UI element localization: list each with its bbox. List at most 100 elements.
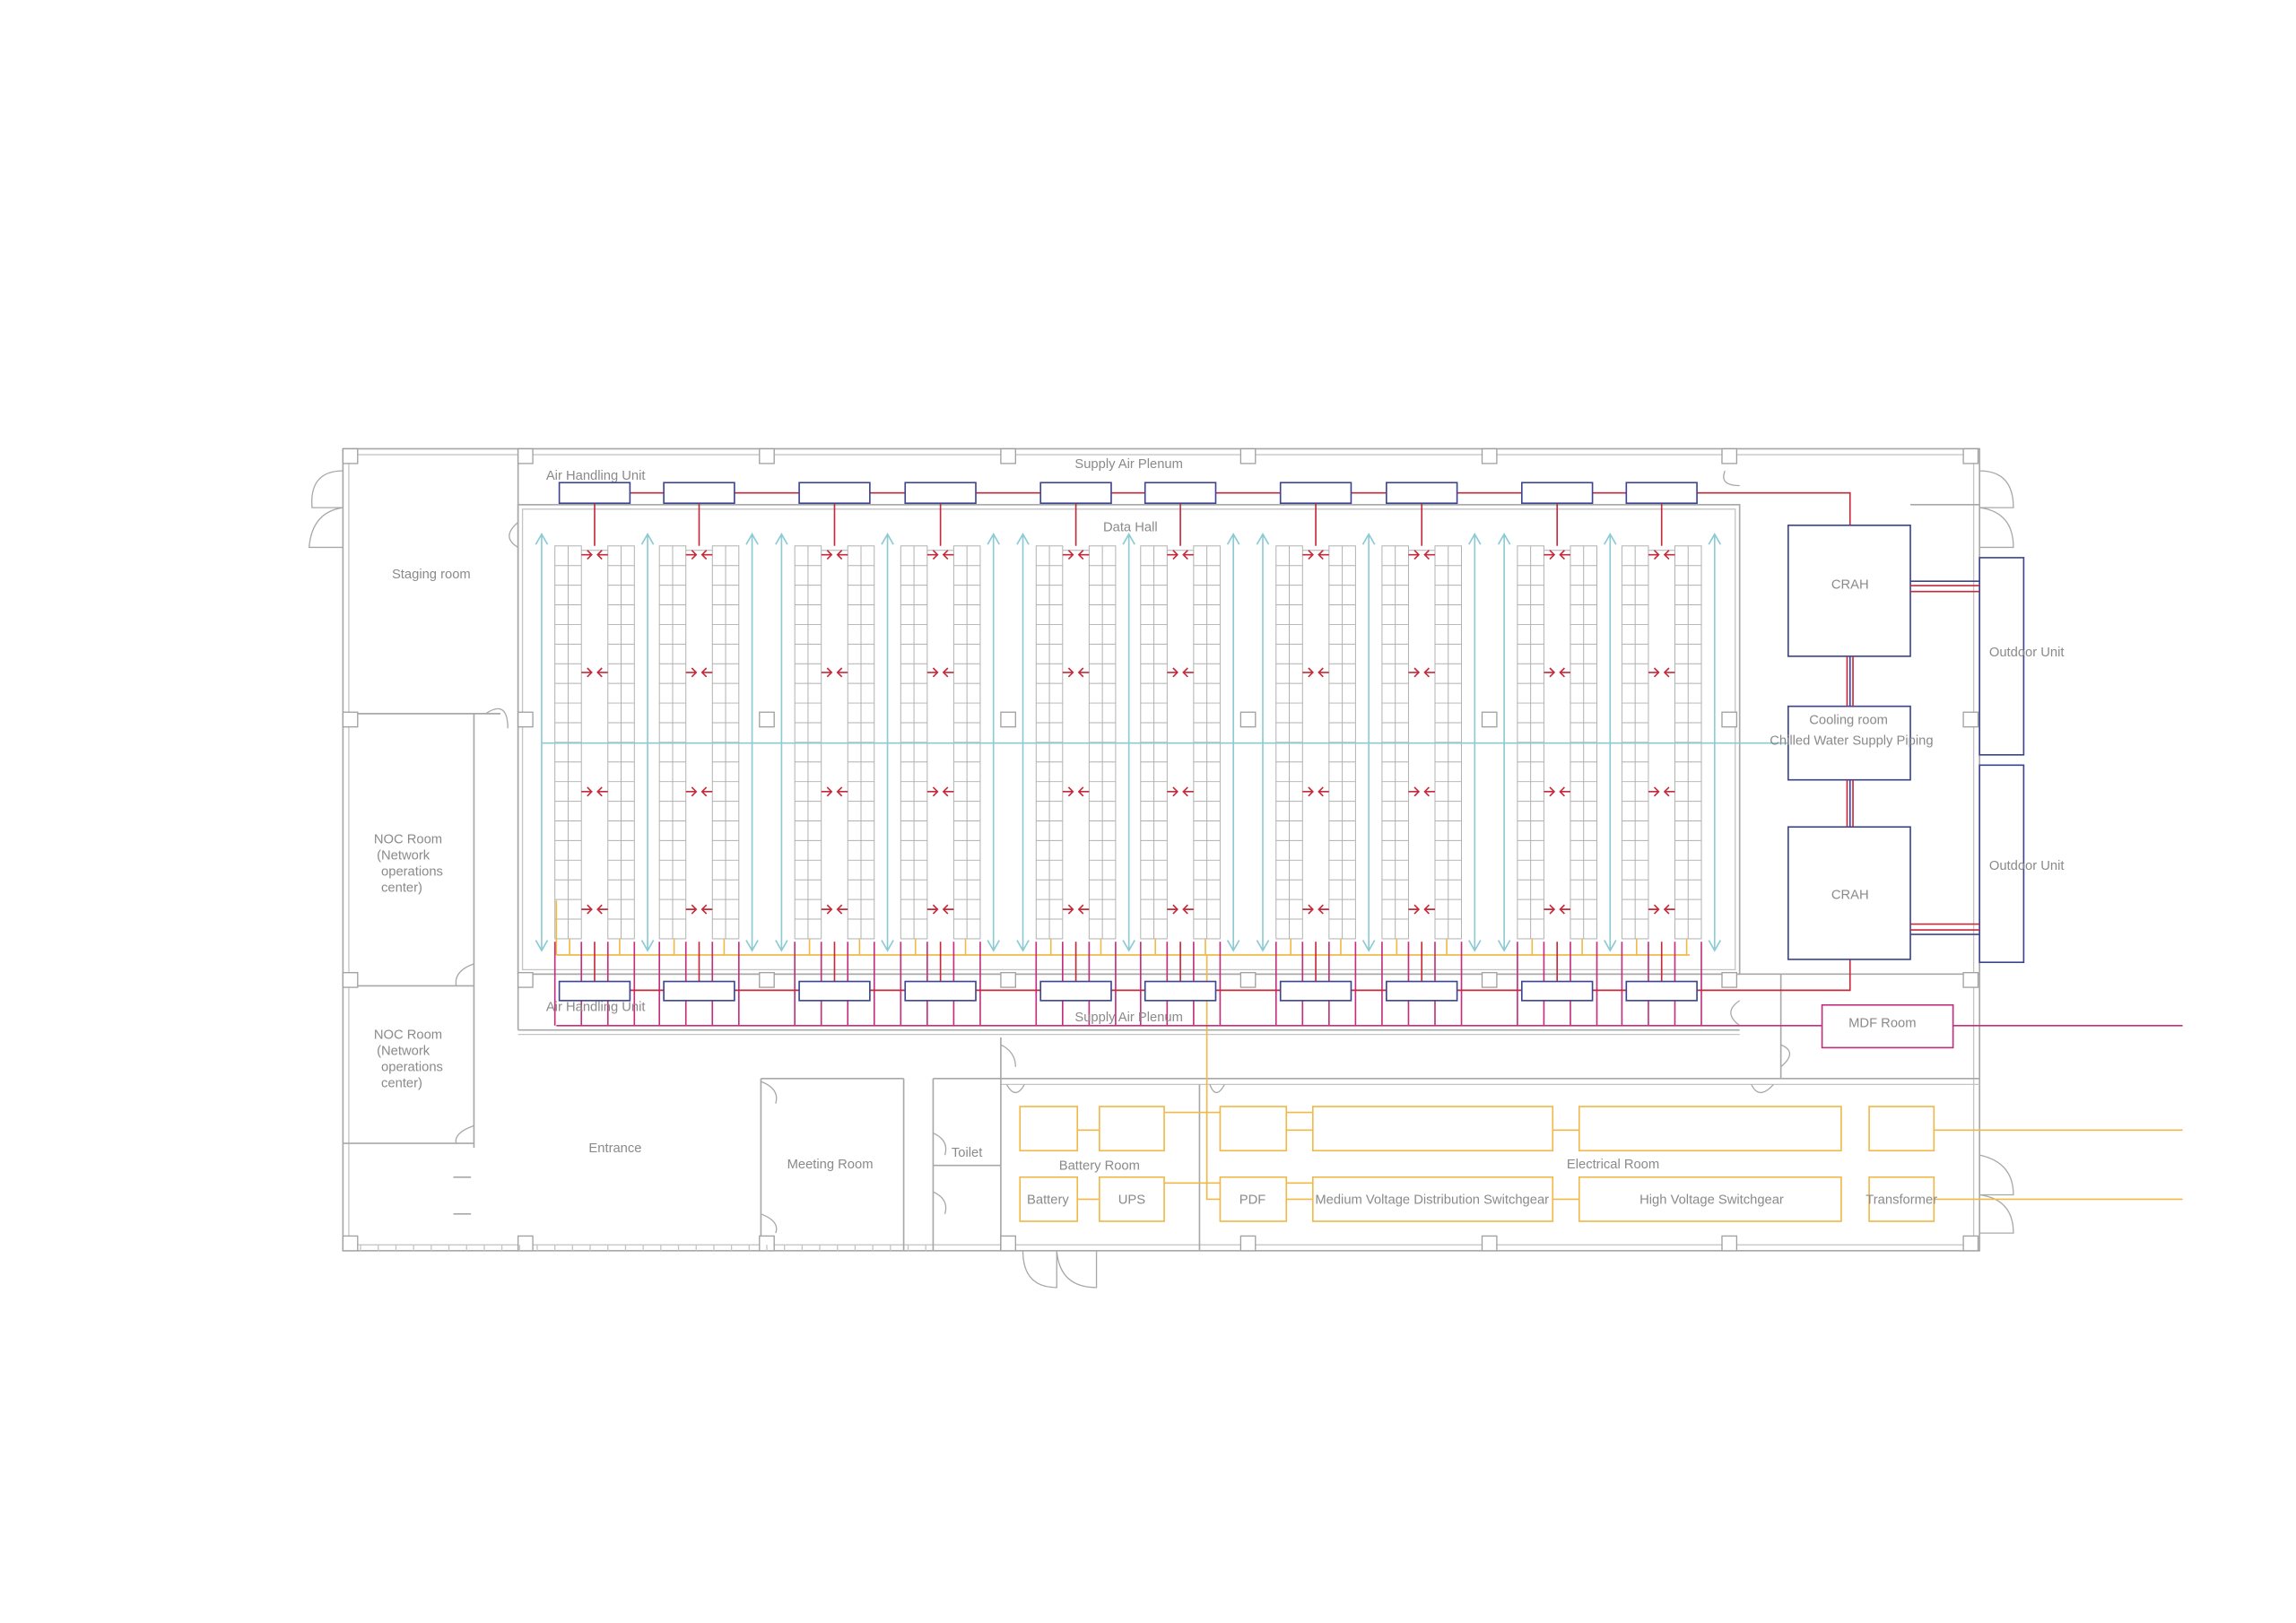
noc-room-1-line-2: (Network bbox=[377, 848, 430, 863]
column bbox=[759, 711, 775, 728]
column bbox=[1481, 447, 1498, 464]
cold-air-arrow bbox=[987, 533, 1000, 952]
cold-air-arrow bbox=[1708, 533, 1722, 952]
column bbox=[1962, 972, 1979, 988]
cold-air-arrow bbox=[1468, 533, 1482, 952]
air-handling-unit-bottom bbox=[558, 980, 631, 1002]
hot-air-arrow bbox=[1408, 667, 1435, 678]
air-handling-unit-bottom bbox=[1386, 980, 1458, 1002]
hot-air-arrow bbox=[1302, 904, 1329, 915]
electrical-room-label: Electrical Room bbox=[1567, 1158, 1659, 1172]
air-handling-unit-top bbox=[1279, 482, 1352, 505]
hot-air-arrow bbox=[1302, 550, 1329, 560]
hot-air-arrow bbox=[1302, 786, 1329, 797]
column bbox=[759, 447, 775, 464]
hot-air-arrow bbox=[1302, 667, 1329, 678]
outdoor-unit-1-label: Outdoor Unit bbox=[1989, 646, 2065, 660]
cold-air-arrow bbox=[1016, 533, 1030, 952]
noc-room-2-line-3: operations bbox=[381, 1061, 443, 1075]
hot-air-arrow bbox=[926, 904, 954, 915]
hot-air-arrow bbox=[926, 550, 954, 560]
outdoor-unit-2-label: Outdoor Unit bbox=[1989, 859, 2065, 873]
labels: Supply Air Plenum Supply Air Plenum Air … bbox=[374, 457, 2065, 1207]
crah-top[interactable] bbox=[1787, 525, 1911, 657]
pdf[interactable] bbox=[1219, 1176, 1288, 1222]
cold-air-arrow bbox=[881, 533, 894, 952]
mv-switchgear-label: Medium Voltage Distribution Switchgear bbox=[1315, 1193, 1549, 1207]
air-handling-unit-top bbox=[1386, 482, 1458, 505]
noc-room-1-line-3: operations bbox=[381, 864, 443, 879]
crah-bottom[interactable] bbox=[1787, 826, 1911, 960]
cold-air-arrow bbox=[1361, 533, 1376, 952]
structural-columns bbox=[342, 447, 1979, 1252]
column bbox=[342, 711, 359, 728]
data-hall-label: Data Hall bbox=[1103, 520, 1158, 534]
ups-label: UPS bbox=[1118, 1193, 1145, 1207]
chilled-water-label: Chilled Water Supply Piping bbox=[1770, 733, 1933, 748]
battery-room-label: Battery Room bbox=[1059, 1159, 1140, 1174]
hot-air-arrow bbox=[581, 550, 608, 560]
cooling-equipment bbox=[1787, 525, 2025, 1049]
column bbox=[342, 972, 359, 988]
noc-room-2-line-1: NOC Room bbox=[374, 1028, 442, 1043]
entrance-label: Entrance bbox=[588, 1141, 641, 1156]
cold-air-arrow bbox=[1603, 533, 1617, 952]
hot-air-arrow bbox=[821, 550, 848, 560]
cooling-room-label: Cooling room bbox=[1809, 713, 1888, 727]
column bbox=[517, 972, 534, 988]
air-handling-unit-top bbox=[1039, 482, 1112, 505]
electrical-equipment bbox=[1019, 1106, 1935, 1222]
hot-air-arrow bbox=[1062, 550, 1090, 560]
column bbox=[1239, 1235, 1257, 1252]
air-handling-unit-bottom bbox=[1144, 980, 1217, 1002]
hot-air-arrow bbox=[1062, 786, 1090, 797]
ahu-bottom-label: Air Handling Unit bbox=[546, 1000, 646, 1014]
battery[interactable] bbox=[1019, 1176, 1079, 1222]
noc-room-2-line-4: center) bbox=[381, 1077, 422, 1091]
outdoor-unit-2[interactable] bbox=[1979, 764, 2025, 964]
hot-air-arrow bbox=[581, 904, 608, 915]
hv-switchgear[interactable] bbox=[1578, 1176, 1842, 1222]
hot-air-arrow bbox=[685, 904, 713, 915]
mdf-room[interactable] bbox=[1821, 1003, 1954, 1049]
hot-air-arrow bbox=[1544, 904, 1570, 915]
hot-air-arrow bbox=[1648, 786, 1675, 797]
air-handling-unit-top bbox=[663, 482, 735, 505]
air-handling-unit-bottom bbox=[1279, 980, 1352, 1002]
transformer[interactable] bbox=[1868, 1176, 1935, 1222]
walls bbox=[342, 447, 1980, 1252]
column bbox=[1481, 711, 1498, 728]
cold-air-flow bbox=[535, 533, 1808, 952]
crah-bottom-label: CRAH bbox=[1831, 889, 1869, 903]
air-handling-unit-top bbox=[1520, 482, 1594, 505]
column bbox=[759, 972, 775, 988]
air-handling-unit-bottom bbox=[1625, 980, 1698, 1002]
toilet-label: Toilet bbox=[952, 1146, 982, 1160]
ups[interactable] bbox=[1099, 1176, 1165, 1222]
air-handling-unit-top bbox=[558, 482, 631, 505]
column bbox=[1721, 972, 1738, 988]
hot-air-arrow bbox=[926, 786, 954, 797]
outdoor-unit-1[interactable] bbox=[1979, 557, 2025, 756]
cold-air-arrow bbox=[1122, 533, 1135, 952]
supply-air-plenum-bottom-label: Supply Air Plenum bbox=[1074, 1011, 1183, 1025]
mv-switchgear[interactable] bbox=[1311, 1176, 1554, 1222]
windows bbox=[360, 1245, 926, 1251]
column bbox=[1721, 711, 1738, 728]
air-handling-units bbox=[558, 482, 1698, 1002]
cold-air-arrow bbox=[535, 533, 549, 952]
hot-air-arrow bbox=[581, 786, 608, 797]
noc-room-1-line-4: center) bbox=[381, 881, 422, 895]
hot-air-arrow bbox=[821, 667, 848, 678]
hot-air-arrow bbox=[1544, 786, 1570, 797]
air-handling-unit-bottom bbox=[1520, 980, 1594, 1002]
cold-air-arrow bbox=[1226, 533, 1240, 952]
column bbox=[1239, 711, 1257, 728]
air-handling-unit-bottom bbox=[798, 980, 871, 1002]
supply-air-plenum-top-label: Supply Air Plenum bbox=[1074, 457, 1183, 472]
air-handling-unit-top bbox=[798, 482, 871, 505]
column bbox=[342, 447, 359, 464]
hot-air-arrow bbox=[1062, 667, 1090, 678]
noc-room-1-line-1: NOC Room bbox=[374, 832, 442, 846]
noc-room-2-line-2: (Network bbox=[377, 1045, 430, 1059]
